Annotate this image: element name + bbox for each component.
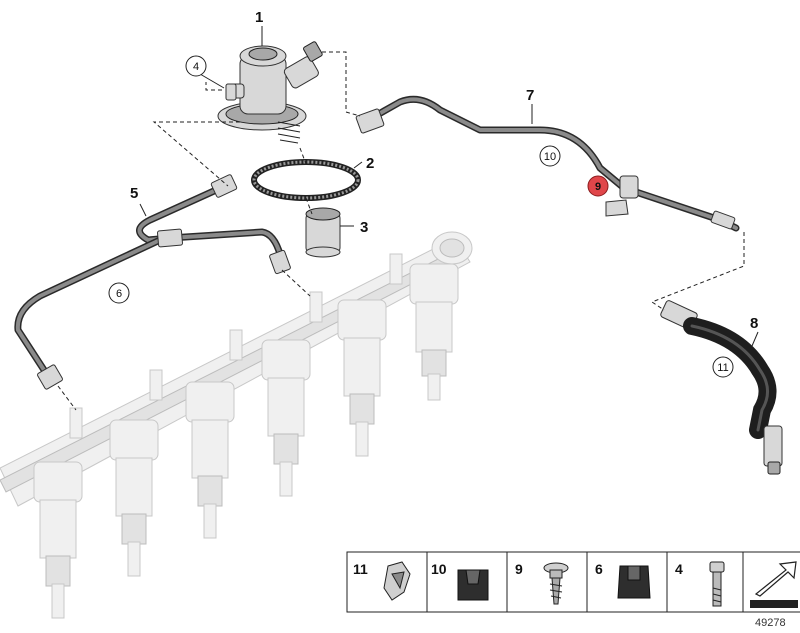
assembly-lines [57, 51, 745, 411]
legend-item-11: 11 [353, 561, 411, 601]
fuel-line-5-6 [14, 174, 291, 390]
callouts: 1 2 3 5 7 8 4 6 10 11 9 [108, 9, 758, 378]
injector-ghost [185, 381, 235, 539]
callout-4-circle: 4 [185, 55, 207, 77]
injector-ghost [337, 299, 387, 457]
injectors-ghost [33, 263, 459, 619]
svg-text:9: 9 [595, 181, 601, 193]
callout-2: 2 [366, 155, 374, 172]
svg-text:11: 11 [353, 561, 368, 577]
svg-text:4: 4 [675, 561, 683, 577]
seal-ring [251, 159, 361, 201]
legend-item-6: 6 [595, 561, 651, 599]
parts-legend: 11 10 9 6 [346, 551, 800, 629]
callout-8: 8 [750, 315, 758, 332]
legend-item-9: 9 [515, 561, 569, 605]
injector-ghost [33, 461, 83, 619]
svg-text:11: 11 [717, 362, 728, 374]
svg-text:6: 6 [116, 288, 122, 300]
svg-text:10: 10 [431, 561, 447, 577]
pump-bolt [225, 83, 237, 101]
injector-ghost [109, 419, 159, 577]
callout-3: 3 [360, 219, 368, 236]
callout-9-highlight: 9 [587, 175, 609, 197]
svg-text:4: 4 [193, 61, 199, 73]
arrow-mat-icon [750, 561, 798, 608]
leader-lines [139, 26, 759, 347]
screw-icon [543, 562, 569, 605]
fuel-hose-8 [660, 300, 783, 475]
callout-11-circle: 11 [712, 356, 734, 378]
rubber-grommet-icon [457, 569, 489, 601]
fuel-line-7 [355, 95, 740, 232]
callout-6-circle: 6 [108, 282, 130, 304]
svg-text:9: 9 [515, 561, 523, 577]
legend-item-10: 10 [431, 561, 489, 601]
document-number: 49278 [755, 617, 786, 629]
injector-ghost [261, 339, 311, 497]
bolt-icon [709, 561, 725, 607]
roller-tappet [305, 207, 341, 258]
injector-ghost [409, 263, 459, 401]
svg-text:10: 10 [544, 151, 556, 163]
callout-7: 7 [526, 87, 534, 104]
high-pressure-pump [217, 41, 323, 144]
svg-text:6: 6 [595, 561, 603, 577]
pump-spring [277, 121, 301, 144]
callout-1: 1 [255, 9, 263, 26]
hose-clip-icon [383, 561, 411, 601]
legend-item-arrow [750, 561, 798, 608]
rubber-damper-icon [617, 565, 651, 599]
callout-10-circle: 10 [539, 145, 561, 167]
callout-5: 5 [130, 185, 138, 202]
legend-item-4: 4 [675, 561, 725, 607]
